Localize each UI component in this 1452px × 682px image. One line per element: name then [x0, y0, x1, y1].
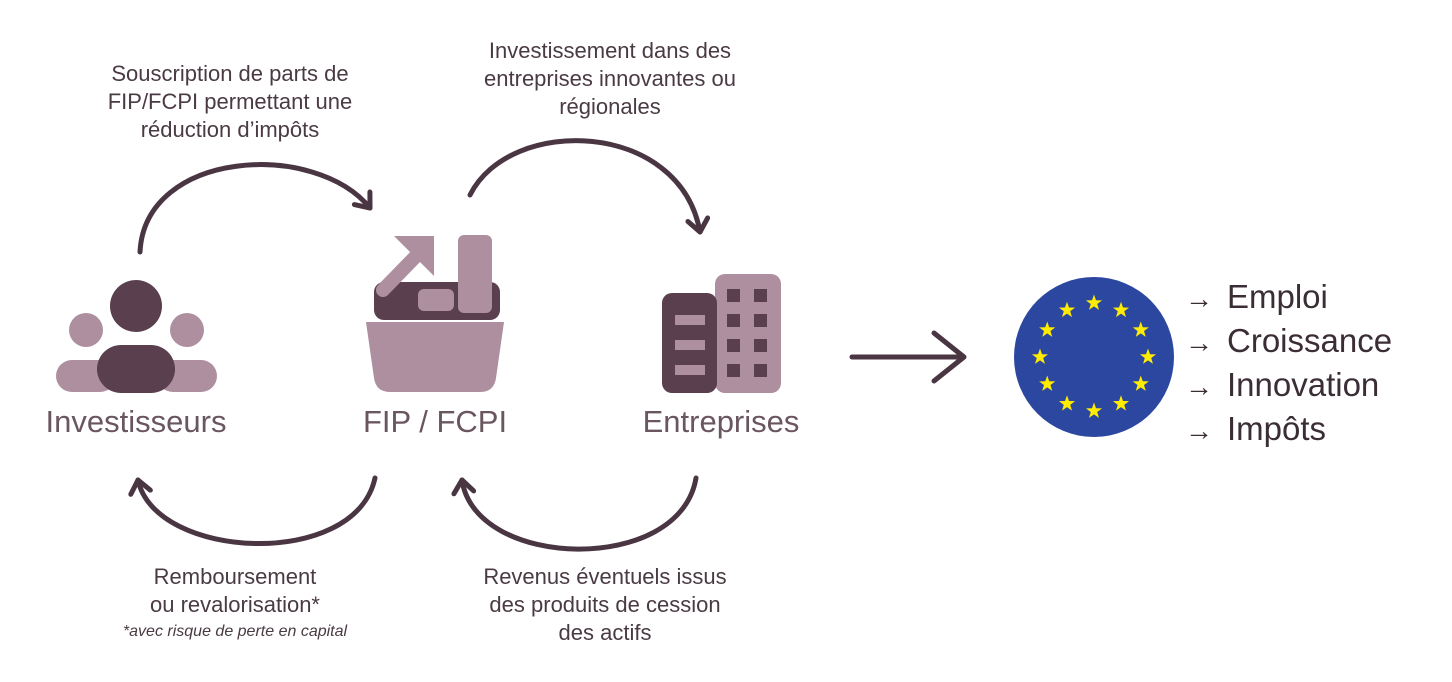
impact-arrow	[849, 330, 967, 384]
capital-risk-note: *avec risque de perte en capital	[122, 623, 348, 640]
revenue-arrow	[451, 475, 699, 552]
growth-basket-icon	[366, 235, 504, 392]
eu-star-icon	[1085, 402, 1103, 418]
impact-item-croissance: →Croissance	[1185, 320, 1392, 364]
impact-item-impots: →Impôts	[1185, 408, 1392, 452]
impact-list: →Emploi →Croissance →Innovation →Impôts	[1185, 276, 1392, 452]
right-arrow-icon: →	[1185, 371, 1213, 402]
eu-star-icon	[1112, 395, 1130, 411]
eu-star-icon	[1039, 375, 1056, 391]
right-arrow-icon: →	[1185, 283, 1213, 314]
subscription-arrow	[137, 162, 373, 255]
eu-star-icon	[1058, 301, 1076, 318]
repayment-caption: Remboursement ou revalorisation*	[150, 564, 320, 617]
investment-arrow	[467, 138, 711, 235]
impact-item-innovation: →Innovation	[1185, 364, 1392, 408]
right-arrow-icon: →	[1185, 327, 1213, 358]
investment-caption: Investissement dans des entreprises inno…	[484, 38, 736, 119]
eu-flag-icon	[1014, 277, 1174, 437]
eu-star-icon	[1112, 301, 1130, 318]
eu-star-icon	[1139, 348, 1157, 364]
fund-label: FIP / FCPI	[362, 404, 508, 439]
buildings-icon	[662, 274, 781, 393]
revenue-caption: Revenus éventuels issus des produits de …	[483, 564, 727, 645]
investors-label: Investisseurs	[45, 404, 227, 439]
eu-star-icon	[1085, 294, 1103, 310]
eu-star-icon	[1132, 321, 1149, 337]
right-arrow-icon: →	[1185, 415, 1213, 446]
eu-star-icon	[1132, 375, 1149, 391]
people-group-icon	[56, 280, 217, 393]
repayment-arrow	[128, 475, 378, 546]
impact-item-emploi: →Emploi	[1185, 276, 1392, 320]
eu-star-icon	[1031, 348, 1049, 364]
companies-label: Entreprises	[642, 404, 800, 439]
eu-star-icon	[1039, 321, 1056, 337]
eu-star-icon	[1058, 395, 1076, 411]
subscription-caption: Souscription de parts de FIP/FCPI permet…	[107, 61, 353, 142]
